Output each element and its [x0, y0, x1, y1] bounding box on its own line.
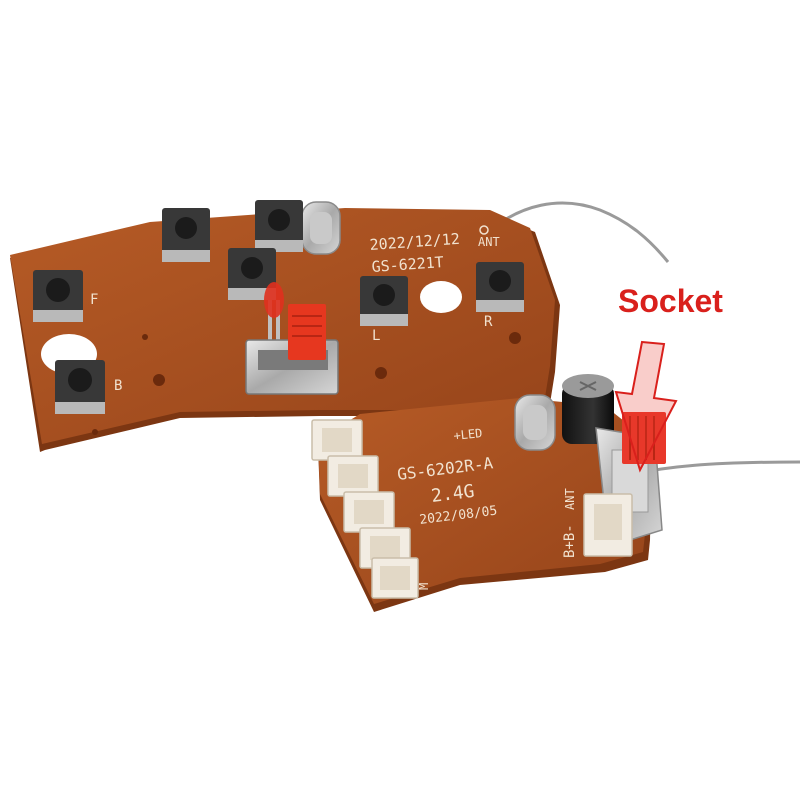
button-cap — [175, 217, 197, 239]
tactile-button-top-left — [162, 208, 210, 262]
receiver-battery-label: B+B- — [562, 524, 578, 558]
button-cap — [46, 278, 70, 302]
button-label-r: R — [484, 314, 493, 330]
tactile-button-b — [55, 360, 105, 414]
callout-arrow — [614, 340, 678, 473]
button-label-b: B — [114, 378, 122, 394]
tactile-button-center — [228, 248, 276, 300]
side-connector-2 — [327, 455, 379, 497]
via-hole — [142, 334, 148, 340]
side-connector-5 — [371, 557, 419, 599]
transmitter-board-surface — [10, 208, 555, 444]
receiver-antenna-label: ANT — [563, 488, 577, 510]
slide-switch — [245, 304, 339, 395]
receiver-frequency-text: 2.4G — [430, 481, 476, 507]
red-led — [264, 282, 284, 340]
socket-callout: Socket — [614, 283, 723, 473]
tactile-button-top-mid — [255, 200, 303, 252]
transmitter-model-text: GS-6221T — [371, 253, 444, 276]
transmitter-antenna-label: ANT — [478, 235, 500, 249]
crystal-oscillator — [301, 201, 341, 255]
via-hole — [509, 332, 521, 344]
tactile-button-f — [33, 270, 83, 322]
socket-callout-label: Socket — [618, 283, 723, 319]
via-hole — [92, 429, 98, 435]
receiver-board: +LED GS-6202R-A 2.4G 2022/08/05 ANT B+B-… — [311, 374, 800, 612]
button-label-l: L — [372, 328, 380, 344]
tactile-button-l — [360, 276, 408, 326]
antenna-solder-pad — [479, 225, 489, 235]
button-cap — [373, 284, 395, 306]
side-connector-3 — [343, 491, 395, 533]
switch-knob — [288, 304, 326, 360]
transmitter-board: 2022/12/12 GS-6221T ANT F B L R — [10, 200, 670, 452]
via-hole — [375, 367, 387, 379]
transmitter-antenna-wire — [487, 201, 670, 263]
button-cap — [241, 257, 263, 279]
button-cap — [489, 270, 511, 292]
tactile-button-r — [476, 262, 524, 312]
battery-connector — [583, 493, 633, 557]
receiver-m-label: M — [417, 583, 431, 590]
mounting-hole — [420, 281, 462, 313]
receiver-led-label: +LED — [453, 426, 483, 443]
button-label-f: F — [90, 292, 98, 308]
via-hole — [153, 374, 165, 386]
button-cap — [268, 209, 290, 231]
socket-connector — [622, 412, 666, 464]
side-connector-1 — [311, 419, 363, 461]
button-cap — [68, 368, 92, 392]
receiver-crystal-oscillator — [514, 394, 556, 451]
